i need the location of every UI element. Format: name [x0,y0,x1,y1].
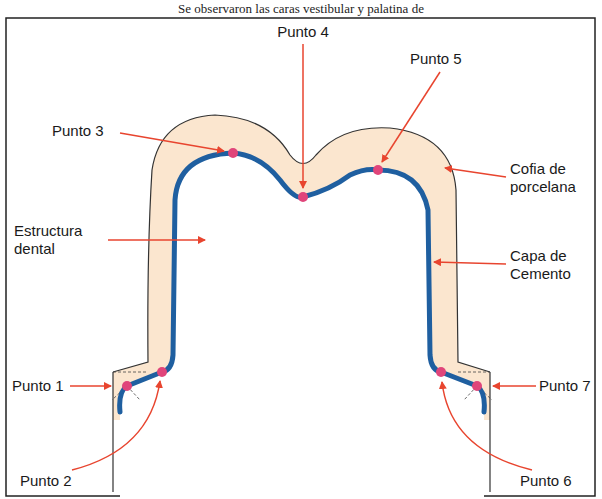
frame [6,18,595,496]
cement-layer [120,153,485,412]
callout-number: Punto 7 [539,377,591,395]
callout-number: Punto 5 [410,50,462,68]
point-dots [122,148,482,391]
part-label: Estructura dental [14,222,106,258]
callout-number: Punto 2 [20,472,72,490]
finish-line-guides [112,372,492,400]
callout-number: Punto 1 [12,377,64,395]
tooth-structure [120,153,485,497]
part-label: Cofia de porcelana [510,160,594,196]
callout-number: Punto 4 [277,23,329,41]
root-outline [113,372,490,492]
callout-number: Punto 3 [52,122,104,140]
leader-arrows [70,44,536,470]
header-text: Se observaron las caras vestibular y pal… [178,1,424,16]
part-label: Capa de Cemento [510,247,594,283]
callout-number: Punto 6 [520,472,572,490]
